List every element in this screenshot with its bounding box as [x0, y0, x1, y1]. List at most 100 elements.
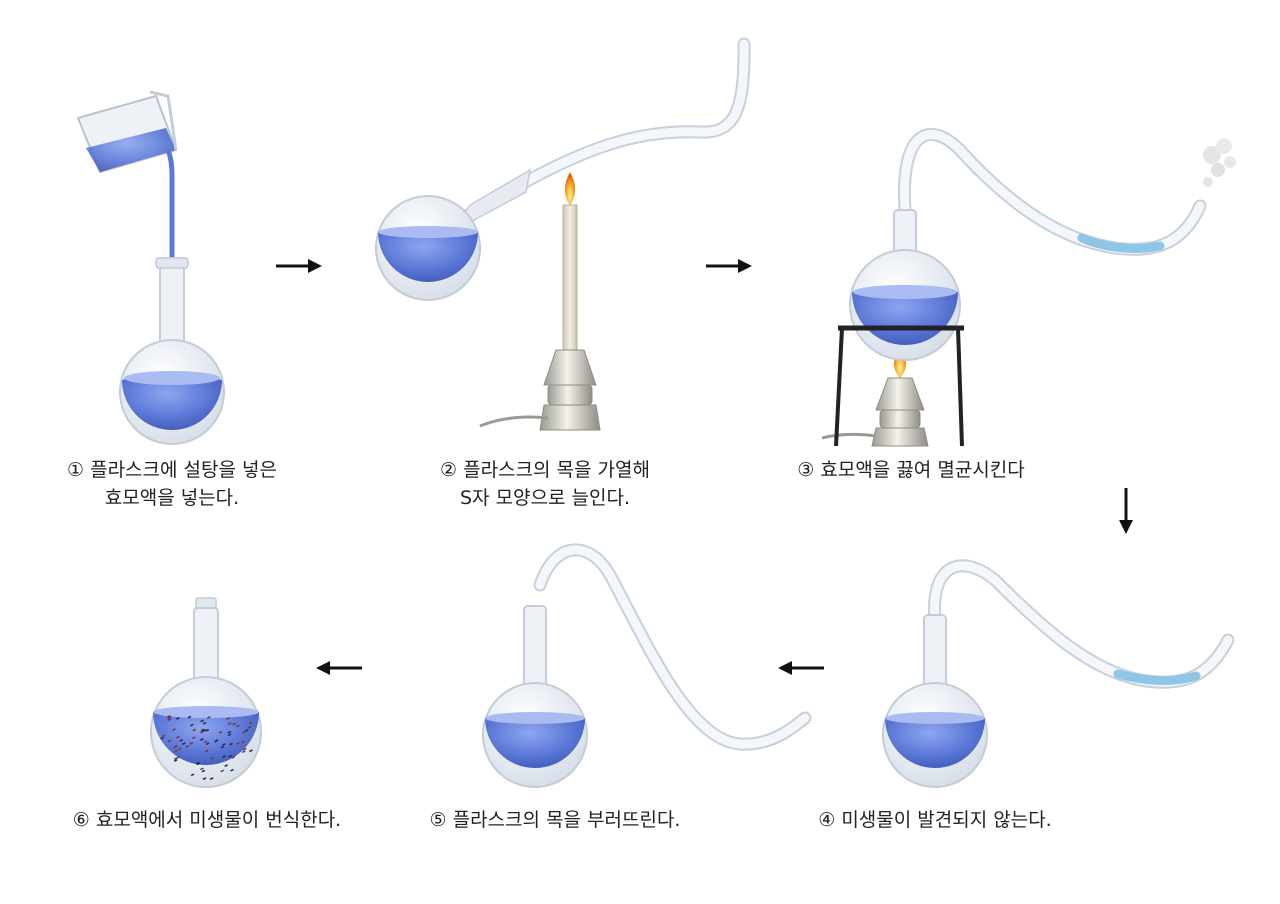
- caption-line: ② 플라스크의 목을 가열해: [440, 459, 650, 481]
- microbe-speck: [173, 759, 178, 762]
- caption-line: ① 플라스크에 설탕을 넣은: [67, 459, 277, 481]
- flask-icon: [375, 195, 481, 301]
- microbe-speck: [191, 736, 196, 740]
- microbe-speck: [200, 728, 205, 732]
- microbe-speck: [241, 750, 246, 754]
- caption-line: S자 모양으로 늘인다.: [459, 487, 631, 509]
- microbe-speck: [172, 728, 176, 732]
- microbe-speck: [202, 777, 207, 781]
- caption-line: ④ 미생물이 발견되지 않는다.: [818, 809, 1052, 831]
- microbe-speck: [174, 749, 178, 753]
- step2-illustration: [375, 37, 751, 431]
- step3-illustration: [821, 128, 1236, 447]
- microbe-speck: [167, 715, 171, 719]
- microbe-speck: [176, 735, 180, 739]
- broken-tube-icon: [533, 543, 812, 751]
- s-neck-tube-icon: [451, 37, 751, 233]
- microbe-speck: [200, 730, 204, 734]
- candle-icon: [479, 172, 601, 431]
- microbe-speck: [229, 742, 233, 746]
- arrow-down-icon: [1119, 488, 1133, 534]
- microbe-speck: [203, 740, 208, 744]
- microbe-speck: [218, 730, 223, 734]
- caption-line: 효모액을 넣는다.: [104, 487, 240, 509]
- microbe-speck: [222, 755, 227, 759]
- microbe-speck: [167, 718, 171, 722]
- microbe-speck: [200, 719, 204, 723]
- microbe-speck: [202, 721, 207, 725]
- microbe-speck: [167, 739, 172, 743]
- microbe-speck: [205, 728, 210, 732]
- microbe-speck: [231, 755, 236, 759]
- microbe-speck: [227, 733, 232, 737]
- microbe-speck: [243, 747, 247, 751]
- microbe-speck: [220, 745, 225, 749]
- step5-illustration: [482, 543, 812, 788]
- microbe-speck: [196, 762, 201, 766]
- microbe-speck: [249, 749, 253, 753]
- flask-icon: [482, 605, 588, 788]
- arrow-right-icon: [706, 259, 752, 273]
- microbe-speck: [175, 716, 180, 720]
- microbe-speck: [195, 761, 200, 765]
- microbe-speck: [200, 767, 204, 771]
- arrow-right-icon: [276, 259, 322, 273]
- microbe-speck: [167, 716, 172, 720]
- arrow-left-icon: [316, 661, 362, 675]
- s-neck-tube-icon: [897, 128, 1207, 256]
- pouring-stream: [165, 149, 175, 372]
- steam-icon: [1203, 138, 1236, 187]
- microbe-speck: [160, 736, 165, 740]
- caption-line: ⑥ 효모액에서 미생물이 번식한다.: [72, 809, 342, 831]
- microbe-speck: [202, 728, 207, 732]
- microbe-speck: [228, 754, 233, 758]
- microbe-speck: [173, 757, 178, 761]
- microbe-speck: [182, 742, 186, 746]
- burner-icon: [821, 345, 929, 447]
- microbe-speck: [230, 768, 234, 772]
- microbe-speck: [185, 745, 190, 748]
- microbe-speck: [227, 730, 232, 734]
- step-caption-6: ⑥ 효모액에서 미생물이 번식한다.: [62, 806, 352, 834]
- arrow-left-icon: [778, 661, 824, 675]
- microbe-speck: [189, 741, 194, 745]
- microbe-speck: [174, 744, 179, 748]
- microbe-speck: [236, 724, 240, 728]
- step-caption-3: ③ 효모액을 끓여 멸균시킨다: [786, 456, 1036, 484]
- microbe-speck: [205, 742, 210, 746]
- microbe-speck: [222, 743, 226, 747]
- microbe-speck: [235, 741, 240, 745]
- microbe-speck: [209, 777, 214, 781]
- microbe-speck: [201, 769, 206, 773]
- microbe-speck: [206, 716, 211, 719]
- microbe-speck: [224, 764, 229, 768]
- microbe-speck: [161, 734, 166, 738]
- beaker-icon: [76, 90, 178, 174]
- step4-illustration: [882, 559, 1235, 788]
- microbe-speck: [220, 769, 225, 773]
- microbe-speck: [187, 715, 192, 719]
- flask-icon: [882, 614, 988, 788]
- step-caption-5: ⑤ 플라스크의 목을 부러뜨린다.: [420, 806, 690, 834]
- microbe-speck: [179, 738, 184, 742]
- microbes-icon: [160, 715, 253, 781]
- microbe-speck: [247, 725, 252, 729]
- microbe-speck: [214, 739, 219, 743]
- microbe-speck: [241, 740, 245, 744]
- step-caption-1: ① 플라스크에 설탕을 넣은 효모액을 넣는다.: [52, 456, 292, 512]
- microbe-speck: [192, 728, 197, 732]
- microbe-speck: [190, 723, 194, 727]
- step1-illustration: [76, 90, 225, 445]
- microbe-speck: [248, 721, 253, 725]
- microbe-speck: [244, 729, 249, 732]
- step-caption-4: ④ 미생물이 발견되지 않는다.: [810, 806, 1060, 834]
- caption-line: ③ 효모액을 끓여 멸균시킨다: [797, 459, 1025, 481]
- step-caption-2: ② 플라스크의 목을 가열해 S자 모양으로 늘인다.: [420, 456, 670, 512]
- microbe-speck: [176, 755, 181, 759]
- step6-illustration: [150, 597, 262, 788]
- microbe-speck: [242, 730, 246, 734]
- microbe-speck: [178, 747, 182, 751]
- tripod-stand-icon: [834, 325, 964, 447]
- microbe-speck: [204, 749, 209, 753]
